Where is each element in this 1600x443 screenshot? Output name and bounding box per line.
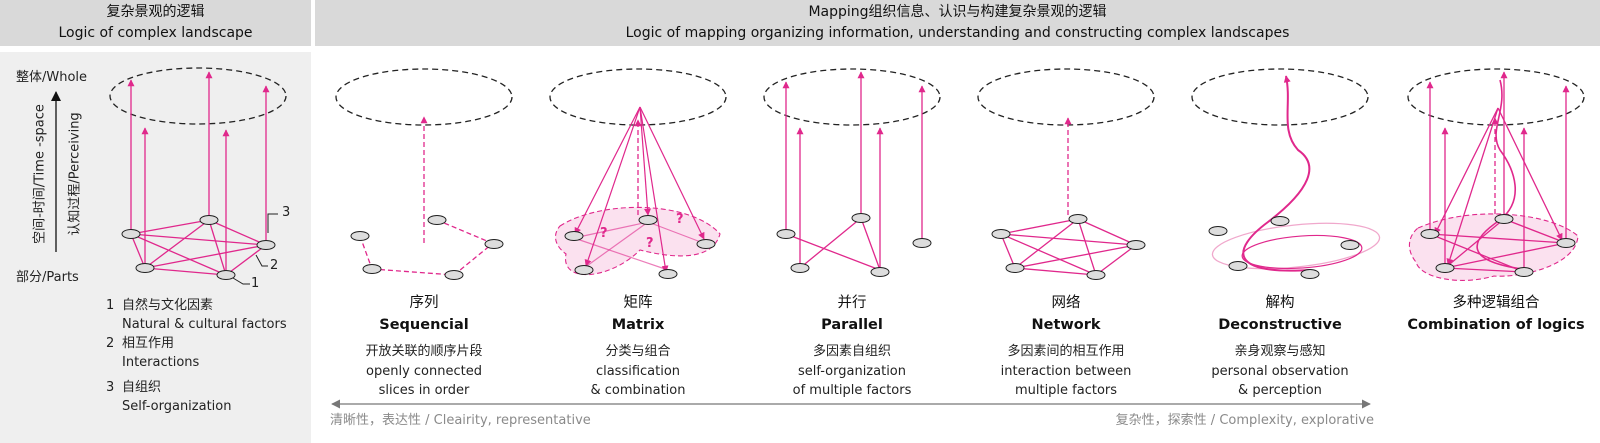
callout-2: 2 bbox=[270, 258, 279, 273]
header-left-en: Logic of complex landscape bbox=[58, 25, 253, 41]
question-mark: ? bbox=[600, 226, 608, 241]
whole-ellipse bbox=[109, 67, 287, 125]
bottom-label-left: 清晰性，表达性 / Cleairity, representative bbox=[330, 413, 591, 428]
combination-diagram bbox=[1407, 68, 1585, 281]
column-matrix: 矩阵 Matrix 分类与组合 classification & combina… bbox=[590, 295, 686, 398]
matrix-diagram bbox=[549, 68, 727, 279]
column-deconstructive: 解构 Deconstructive 亲身观察与感知 personal obser… bbox=[1211, 295, 1349, 398]
question-mark: ? bbox=[676, 212, 684, 227]
bottom-label-right: 复杂性，探索性 / Complexity, explorative bbox=[1115, 413, 1374, 428]
column-parallel: 并行 Parallel 多因素自组织 self-organization of … bbox=[792, 295, 912, 398]
left-diagram bbox=[109, 67, 287, 285]
network-diagram bbox=[977, 68, 1155, 280]
column-combination: 多种逻辑组合 Combination of logics bbox=[1407, 295, 1585, 333]
axis-parts-label: 部分/Parts bbox=[16, 270, 79, 285]
deconstructive-diagram bbox=[1191, 68, 1381, 279]
header-right: Mapping组织信息、认识与构建复杂景观的逻辑 Logic of mappin… bbox=[315, 0, 1600, 46]
header-right-en: Logic of mapping organizing information,… bbox=[625, 25, 1290, 41]
column-sequencial: 序列 Sequencial 开放关联的顺序片段 openly connected… bbox=[365, 295, 483, 398]
sequencial-diagram bbox=[335, 68, 513, 280]
column-network: 网络 Network 多因素间的相互作用 interaction between… bbox=[1000, 295, 1132, 398]
axis-perceiving-label: 认知过程/Perceiving bbox=[67, 112, 83, 236]
parallel-diagram bbox=[763, 68, 941, 277]
header-left-cn: 复杂景观的逻辑 bbox=[106, 4, 205, 20]
axis-whole-label: 整体/Whole bbox=[16, 70, 88, 85]
header-right-cn: Mapping组织信息、认识与构建复杂景观的逻辑 bbox=[808, 4, 1107, 20]
question-mark: ? bbox=[646, 236, 654, 251]
axis-timespace-label: 空间-时间/Time -space bbox=[32, 104, 48, 244]
callout-3: 3 bbox=[282, 205, 291, 220]
header-left: 复杂景观的逻辑 Logic of complex landscape bbox=[0, 0, 311, 46]
callout-1: 1 bbox=[251, 276, 260, 291]
